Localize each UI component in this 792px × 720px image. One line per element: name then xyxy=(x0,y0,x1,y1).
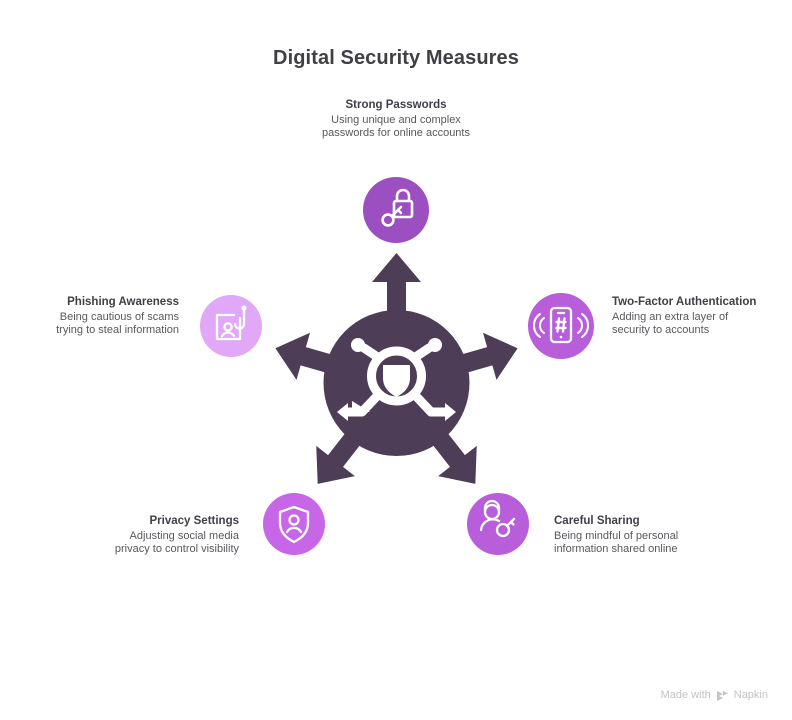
security-network-icon xyxy=(337,338,456,421)
hub-node[interactable] xyxy=(323,310,470,456)
node-title-careful-sharing: Careful Sharing xyxy=(554,515,640,527)
node-circle-two-factor-authentication xyxy=(528,293,594,359)
node-desc-two-factor-authentication: Adding an extra layer of security to acc… xyxy=(612,310,729,337)
node-title-strong-passwords: Strong Passwords xyxy=(345,99,447,111)
label-phishing-awareness: Phishing Awareness Being cautious of sca… xyxy=(39,296,179,338)
padlock-key-icon xyxy=(381,188,414,227)
node-desc-careful-sharing: Being mindful of personal information sh… xyxy=(554,529,679,556)
node-circle-strong-passwords xyxy=(363,177,429,243)
node-strong-passwords[interactable] xyxy=(363,177,429,243)
page-title: Digital Security Measures xyxy=(273,47,519,69)
node-two-factor-authentication[interactable] xyxy=(528,293,594,359)
node-desc-strong-passwords: Using unique and complex passwords for o… xyxy=(322,113,470,140)
label-privacy-settings: Privacy Settings Adjusting social media … xyxy=(103,515,239,557)
label-two-factor-authentication: Two-Factor Authentication Adding an extr… xyxy=(612,296,762,338)
node-title-privacy-settings: Privacy Settings xyxy=(149,515,239,527)
phishing-hook-id-icon xyxy=(215,305,247,341)
person-key-icon xyxy=(479,499,516,538)
node-phishing-awareness[interactable] xyxy=(200,295,262,357)
footer-brand: Napkin xyxy=(733,689,768,701)
node-title-phishing-awareness: Phishing Awareness xyxy=(67,296,179,308)
node-desc-phishing-awareness: Being cautious of scams trying to steal … xyxy=(56,310,179,337)
label-careful-sharing: Careful Sharing Being mindful of persona… xyxy=(554,515,704,557)
node-careful-sharing[interactable] xyxy=(467,493,529,555)
node-privacy-settings[interactable] xyxy=(263,493,325,555)
mobile-code-icon xyxy=(533,306,589,344)
napkin-chevron-logo xyxy=(716,690,729,701)
footer-prefix: Made with xyxy=(660,689,711,701)
node-circle-careful-sharing xyxy=(467,493,529,555)
shield-person-icon xyxy=(278,505,310,544)
made-with-napkin-footer[interactable]: Made with Napkin xyxy=(661,689,768,701)
node-desc-privacy-settings: Adjusting social media privacy to contro… xyxy=(114,529,239,556)
node-title-two-factor-authentication: Two-Factor Authentication xyxy=(612,296,757,308)
label-strong-passwords: Strong Passwords Using unique and comple… xyxy=(311,99,481,141)
